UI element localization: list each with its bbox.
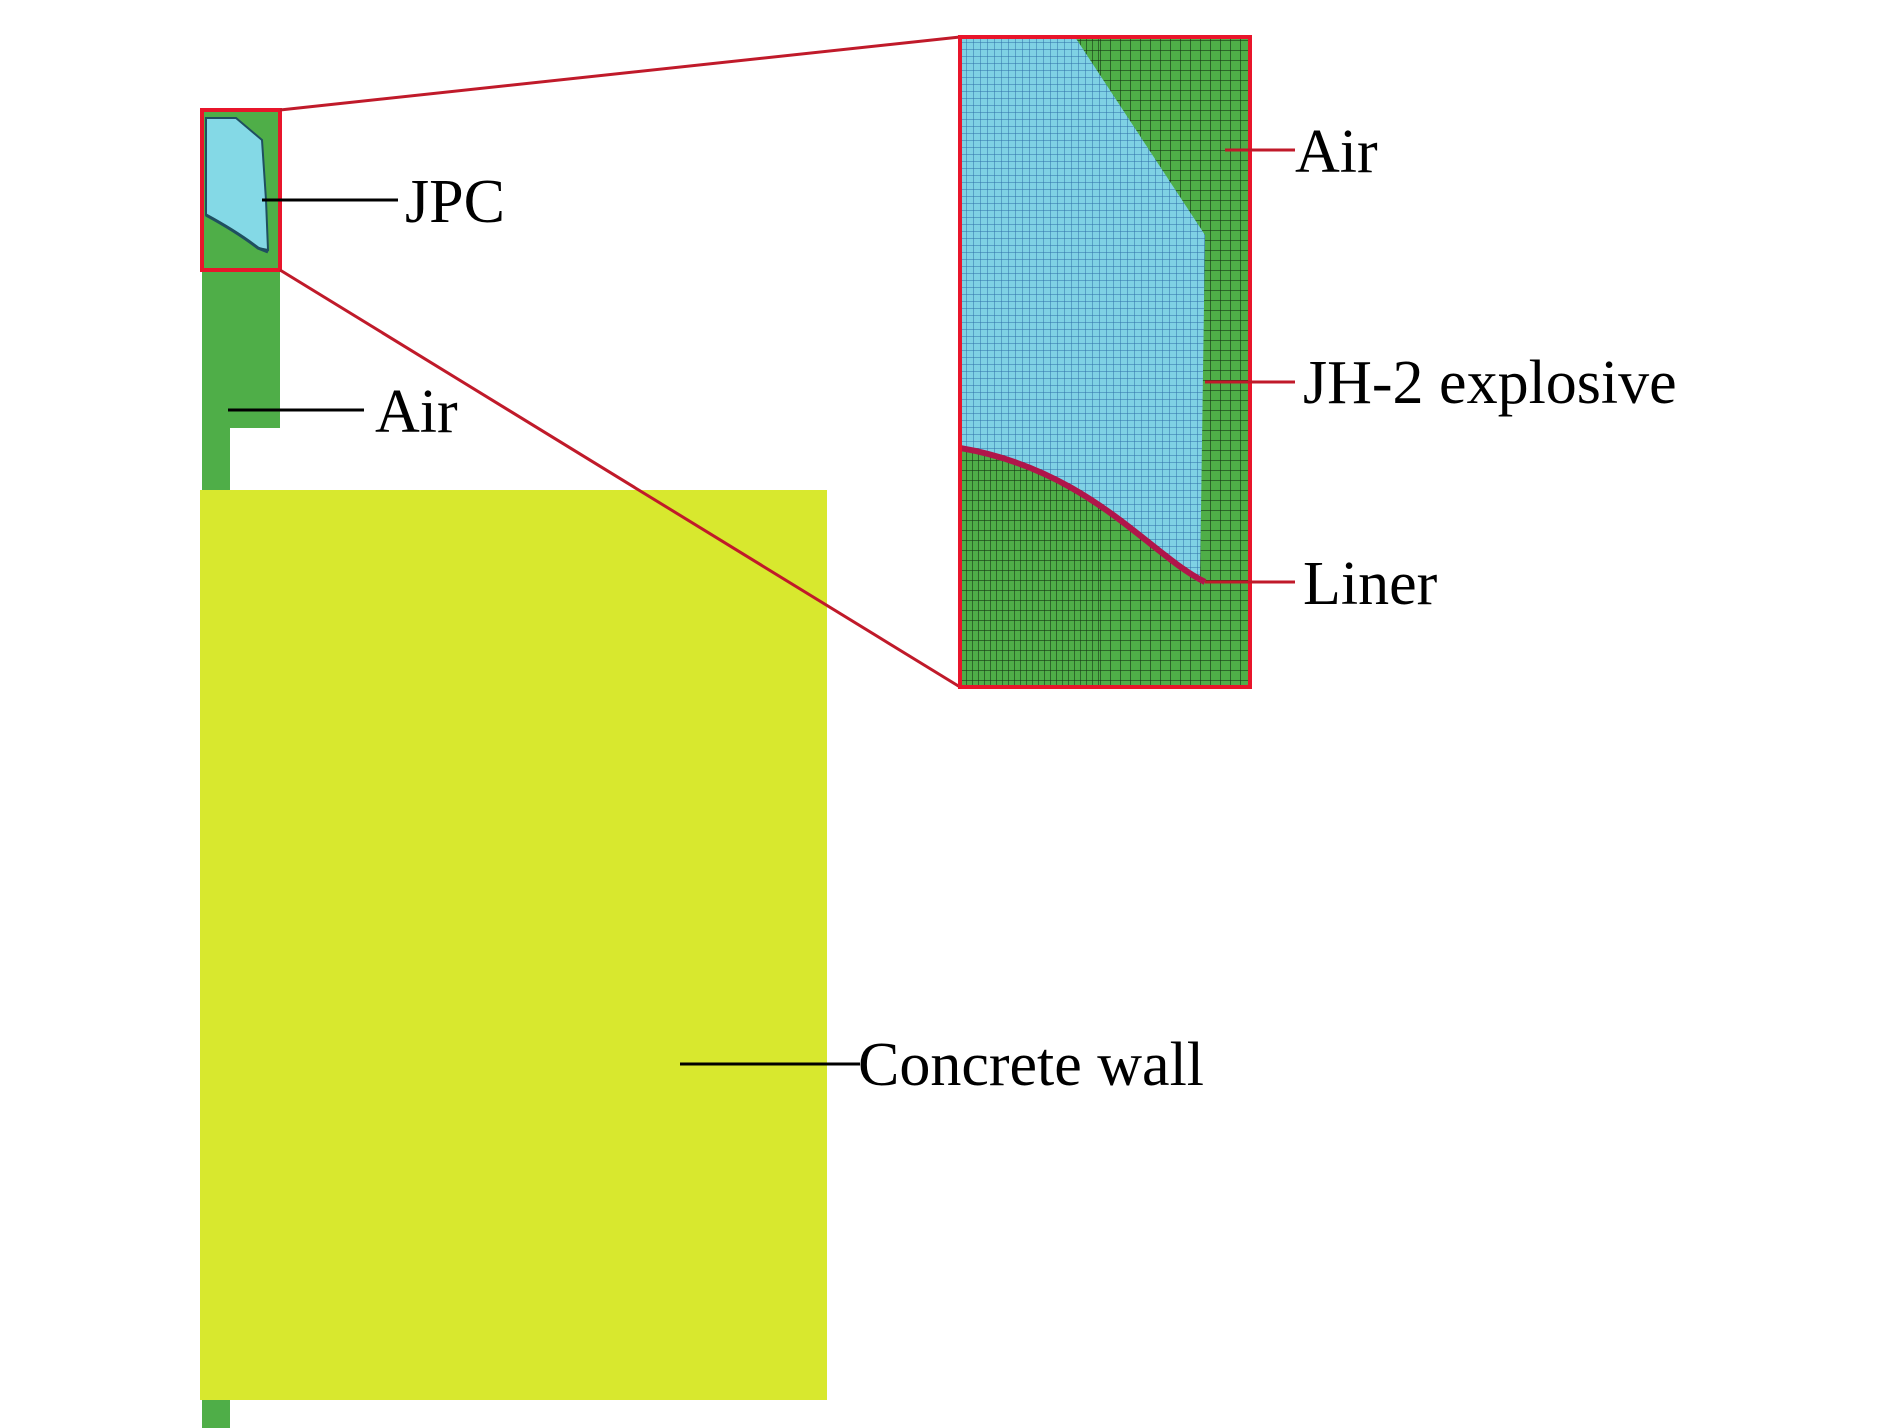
liner-label: Liner: [1303, 550, 1438, 618]
air-below-wall: [202, 1400, 230, 1428]
zoom-explosive-region: [960, 37, 1205, 580]
jpc-highlight-box: [200, 108, 282, 272]
zoom-connector-top: [279, 35, 961, 112]
overall-model: [200, 108, 827, 1428]
jpc-liner-curve: [205, 213, 269, 254]
zoom-connector-bottom: [279, 268, 961, 689]
concrete-wall-region: [200, 490, 827, 1400]
zoom-panel-border: [958, 35, 1252, 689]
concrete-wall-label: Concrete wall: [858, 1031, 1204, 1099]
air-left-label: Air: [375, 378, 458, 446]
explosive-label: JH-2 explosive: [1303, 349, 1677, 417]
jpc-label: JPC: [405, 168, 505, 236]
zoom-liner: [960, 445, 1207, 585]
zoom-panel: [960, 37, 1250, 687]
air-zoom-label: Air: [1295, 118, 1378, 186]
